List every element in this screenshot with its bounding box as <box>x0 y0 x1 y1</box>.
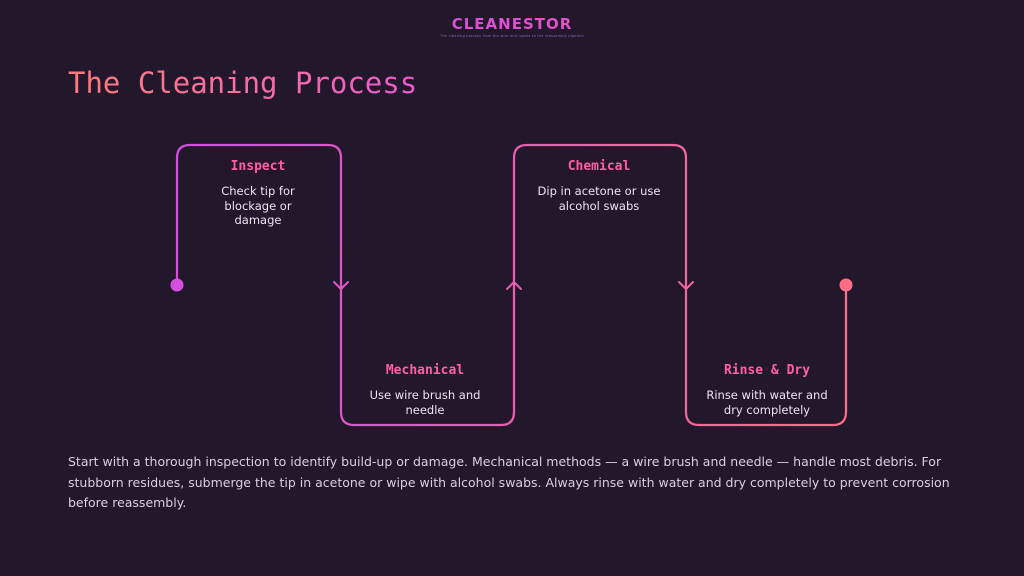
step-mechanical: Mechanical Use wire brush and needle <box>355 363 495 417</box>
step-title: Rinse & Dry <box>723 363 811 378</box>
path-end-dot <box>839 278 853 292</box>
step-description: Dip in acetone or use alcohol swabs <box>537 184 661 213</box>
step-chemical: Chemical Dip in acetone or use alcohol s… <box>527 159 671 213</box>
process-summary: Start with a thorough inspection to iden… <box>68 454 950 510</box>
arrow-down-icon <box>333 281 349 290</box>
logo: CLEANESTOR The cleaning process from the… <box>0 15 1024 38</box>
step-inspect: Inspect Check tip for blockage or damage <box>209 159 307 228</box>
step-description: Check tip for blockage or damage <box>221 184 295 227</box>
logo-wordmark: CLEANESTOR <box>0 15 1024 33</box>
step-description: Use wire brush and needle <box>369 388 481 417</box>
step-title: Mechanical <box>385 363 465 378</box>
step-description: Rinse with water and dry completely <box>706 388 828 417</box>
step-rinse-dry: Rinse & Dry Rinse with water and dry com… <box>699 363 835 417</box>
step-title: Chemical <box>567 159 631 174</box>
process-path-line <box>175 143 848 427</box>
path-start-dot <box>170 278 184 292</box>
logo-tagline: The cleaning process from the wire and n… <box>440 34 584 38</box>
arrow-down-icon <box>678 281 694 290</box>
arrow-up-icon <box>506 281 522 290</box>
step-title: Inspect <box>230 159 286 174</box>
page-title: The Cleaning Process <box>68 66 418 100</box>
